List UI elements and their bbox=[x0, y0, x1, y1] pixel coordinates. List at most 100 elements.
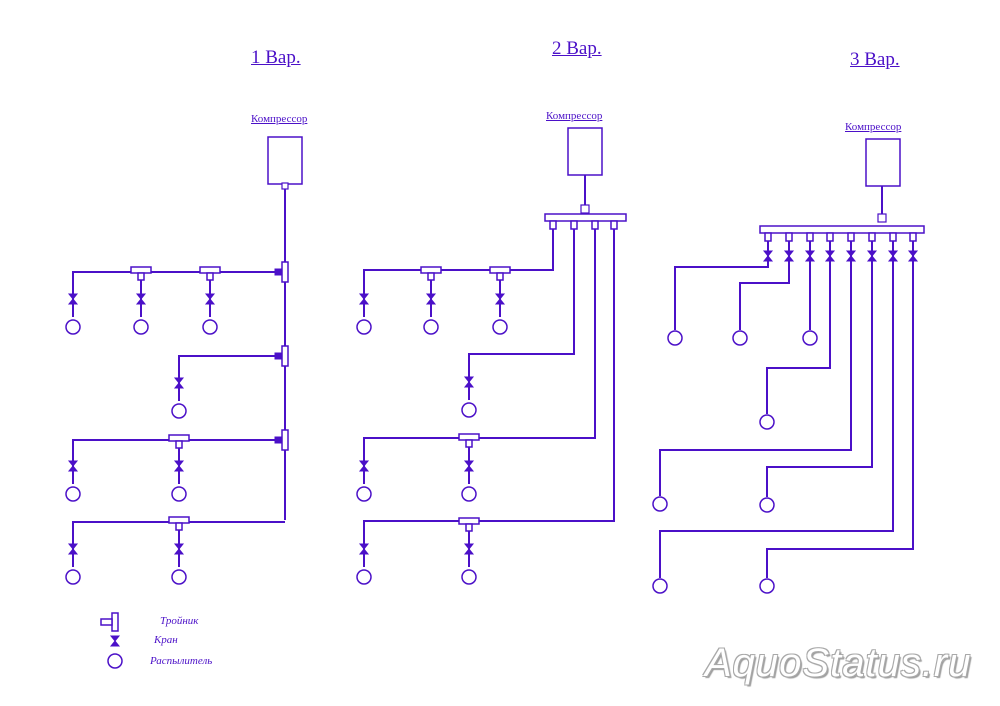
valve-icon bbox=[67, 460, 79, 472]
valve-icon bbox=[173, 377, 185, 389]
sprayer-icon bbox=[759, 578, 775, 594]
valve-icon bbox=[204, 293, 216, 305]
sprayer-icon bbox=[171, 486, 187, 502]
compressor-icon bbox=[865, 138, 901, 187]
tee-icon bbox=[847, 232, 855, 242]
sprayer-icon bbox=[759, 414, 775, 430]
branch-pipe bbox=[674, 241, 769, 330]
sprayer-icon bbox=[802, 330, 818, 346]
tee-icon bbox=[877, 213, 887, 223]
sprayer-icon bbox=[65, 486, 81, 502]
branch-pipe bbox=[766, 241, 873, 497]
tee-icon bbox=[111, 612, 119, 632]
branch-pipe bbox=[178, 355, 280, 383]
tee-icon bbox=[458, 517, 480, 525]
tee-icon bbox=[868, 232, 876, 242]
valve-icon bbox=[425, 293, 437, 305]
tee-icon bbox=[806, 232, 814, 242]
valve-icon bbox=[358, 460, 370, 472]
compressor-icon bbox=[267, 136, 303, 185]
branch-pipe bbox=[659, 241, 852, 496]
sprayer-icon bbox=[65, 319, 81, 335]
tee-icon bbox=[137, 272, 145, 281]
valve-icon bbox=[135, 293, 147, 305]
valve-icon bbox=[463, 376, 475, 388]
sprayer-icon bbox=[171, 569, 187, 585]
tee-icon bbox=[274, 352, 283, 360]
variant-1-title: 1 Вар. bbox=[251, 47, 301, 68]
tee-icon bbox=[168, 434, 190, 442]
variant-2-title: 2 Вар. bbox=[552, 38, 602, 59]
branch-pipe bbox=[72, 521, 285, 548]
valve-icon bbox=[173, 543, 185, 555]
legend-tee-label: Тройник bbox=[160, 615, 199, 627]
tee-icon bbox=[764, 232, 772, 242]
tee-icon bbox=[591, 220, 599, 230]
valve-icon bbox=[494, 293, 506, 305]
tee-icon bbox=[465, 523, 473, 532]
sprayer-icon bbox=[759, 497, 775, 513]
sprayer-icon bbox=[461, 569, 477, 585]
branch-pipe bbox=[72, 439, 280, 465]
sprayer-icon bbox=[461, 486, 477, 502]
tee-icon bbox=[274, 436, 283, 444]
tee-icon bbox=[826, 232, 834, 242]
tee-icon bbox=[549, 220, 557, 230]
valve-icon bbox=[358, 543, 370, 555]
compressor-icon bbox=[567, 127, 603, 176]
tee-icon bbox=[610, 220, 618, 230]
manifold-icon bbox=[759, 225, 925, 234]
tee-icon bbox=[570, 220, 578, 230]
tee-icon bbox=[100, 618, 113, 626]
tee-icon bbox=[168, 516, 190, 524]
tee-icon bbox=[281, 182, 289, 190]
branch-pipe bbox=[72, 271, 280, 296]
branch-pipe bbox=[766, 241, 914, 578]
tee-icon bbox=[458, 433, 480, 441]
valve-icon bbox=[358, 293, 370, 305]
tee-icon bbox=[427, 272, 435, 281]
variant-3-title: 3 Вар. bbox=[850, 49, 900, 70]
sprayer-icon bbox=[461, 402, 477, 418]
branch-pipe bbox=[363, 229, 596, 464]
tee-icon bbox=[175, 522, 183, 531]
legend-valve-label: Кран bbox=[154, 634, 178, 646]
branch-pipe bbox=[739, 241, 790, 330]
sprayer-icon bbox=[652, 496, 668, 512]
tee-icon bbox=[274, 268, 283, 276]
tee-icon bbox=[130, 266, 152, 274]
tee-icon bbox=[580, 204, 590, 214]
tee-icon bbox=[785, 232, 793, 242]
valve-icon bbox=[109, 635, 121, 647]
legend-sprayer-label: Распылитель bbox=[150, 655, 213, 667]
sprayer-icon bbox=[133, 319, 149, 335]
watermark: AquoStatus.ru bbox=[705, 641, 972, 685]
tee-icon bbox=[175, 440, 183, 449]
sprayer-icon bbox=[732, 330, 748, 346]
tee-icon bbox=[465, 439, 473, 448]
valve-icon bbox=[173, 460, 185, 472]
valve-icon bbox=[67, 543, 79, 555]
tee-icon bbox=[420, 266, 442, 274]
branch-pipe bbox=[659, 241, 894, 578]
sprayer-icon bbox=[667, 330, 683, 346]
sprayer-icon bbox=[107, 653, 123, 669]
tee-icon bbox=[909, 232, 917, 242]
tee-icon bbox=[281, 345, 289, 367]
valve-icon bbox=[463, 460, 475, 472]
sprayer-icon bbox=[356, 569, 372, 585]
tee-icon bbox=[489, 266, 511, 274]
valve-icon bbox=[67, 293, 79, 305]
branch-pipe bbox=[766, 241, 831, 414]
branch-pipe bbox=[468, 229, 575, 382]
branch-pipe bbox=[363, 229, 615, 548]
tee-icon bbox=[889, 232, 897, 242]
tee-icon bbox=[496, 272, 504, 281]
tee-icon bbox=[281, 261, 289, 283]
sprayer-icon bbox=[423, 319, 439, 335]
variant-2-compressor-label: Компрессор bbox=[546, 110, 603, 122]
variant-1-compressor-label: Компрессор bbox=[251, 113, 308, 125]
tee-icon bbox=[199, 266, 221, 274]
